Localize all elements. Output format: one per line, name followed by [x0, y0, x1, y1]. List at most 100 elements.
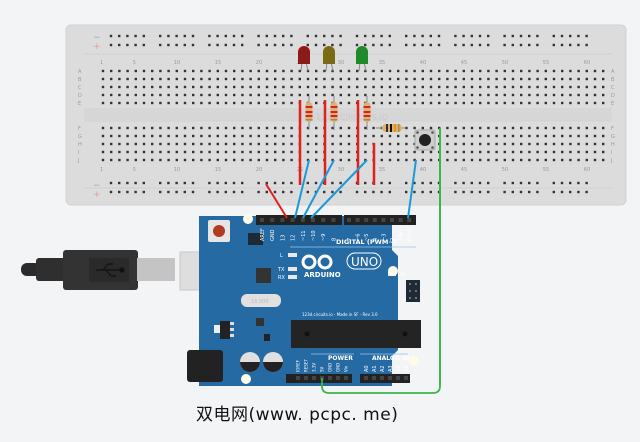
- breadboard-hole[interactable]: [126, 142, 129, 146]
- breadboard-hole[interactable]: [470, 142, 474, 146]
- breadboard-hole[interactable]: [397, 77, 400, 81]
- breadboard-hole[interactable]: [142, 101, 146, 105]
- rail-hole[interactable]: [569, 43, 572, 47]
- breadboard-hole[interactable]: [216, 134, 219, 138]
- rail-hole[interactable]: [175, 43, 178, 47]
- rail-hole[interactable]: [306, 34, 309, 38]
- breadboard-hole[interactable]: [380, 77, 383, 81]
- breadboard-hole[interactable]: [274, 85, 277, 89]
- breadboard-hole[interactable]: [593, 134, 597, 138]
- rail-hole[interactable]: [257, 181, 260, 185]
- breadboard-hole[interactable]: [290, 142, 293, 146]
- rail-hole[interactable]: [191, 34, 195, 38]
- breadboard-hole[interactable]: [577, 77, 580, 81]
- breadboard-hole[interactable]: [126, 85, 129, 89]
- breadboard-hole[interactable]: [323, 69, 326, 73]
- breadboard-hole[interactable]: [520, 134, 523, 138]
- breadboard-hole[interactable]: [216, 101, 219, 105]
- breadboard-hole[interactable]: [274, 77, 277, 81]
- breadboard-hole[interactable]: [290, 126, 293, 130]
- breadboard-hole[interactable]: [479, 77, 482, 81]
- breadboard-hole[interactable]: [241, 150, 244, 154]
- breadboard-hole[interactable]: [462, 142, 465, 146]
- breadboard-hole[interactable]: [495, 150, 498, 154]
- rail-hole[interactable]: [257, 34, 260, 38]
- breadboard-hole[interactable]: [200, 101, 203, 105]
- rail-hole[interactable]: [191, 181, 195, 185]
- breadboard-hole[interactable]: [577, 69, 580, 73]
- breadboard-hole[interactable]: [159, 150, 162, 154]
- breadboard-hole[interactable]: [520, 150, 523, 154]
- breadboard-hole[interactable]: [167, 69, 170, 73]
- rail-hole[interactable]: [224, 34, 227, 38]
- rail-hole[interactable]: [454, 34, 457, 38]
- breadboard-hole[interactable]: [151, 69, 154, 73]
- breadboard-hole[interactable]: [380, 93, 383, 97]
- breadboard-hole[interactable]: [306, 77, 310, 81]
- rail-hole[interactable]: [282, 43, 285, 47]
- breadboard-hole[interactable]: [528, 69, 531, 73]
- breadboard-hole[interactable]: [134, 134, 137, 138]
- breadboard-hole[interactable]: [356, 93, 359, 97]
- breadboard-hole[interactable]: [388, 142, 392, 146]
- breadboard-hole[interactable]: [577, 142, 580, 146]
- breadboard-hole[interactable]: [593, 158, 597, 162]
- breadboard-hole[interactable]: [388, 158, 392, 162]
- rail-hole[interactable]: [118, 181, 121, 185]
- breadboard-hole[interactable]: [257, 93, 260, 97]
- breadboard-hole[interactable]: [528, 85, 531, 89]
- rail-hole[interactable]: [437, 43, 441, 47]
- rail-hole[interactable]: [241, 181, 244, 185]
- rail-hole[interactable]: [487, 190, 490, 194]
- breadboard-hole[interactable]: [364, 93, 367, 97]
- breadboard-hole[interactable]: [175, 158, 178, 162]
- breadboard-hole[interactable]: [520, 69, 523, 73]
- breadboard-hole[interactable]: [331, 93, 334, 97]
- breadboard-hole[interactable]: [405, 69, 408, 73]
- rail-hole[interactable]: [421, 43, 424, 47]
- breadboard-hole[interactable]: [421, 93, 424, 97]
- breadboard-hole[interactable]: [265, 77, 269, 81]
- breadboard-hole[interactable]: [470, 69, 474, 73]
- breadboard-hole[interactable]: [265, 93, 269, 97]
- breadboard-hole[interactable]: [167, 134, 170, 138]
- rail-hole[interactable]: [560, 34, 564, 38]
- header-pin[interactable]: [344, 376, 348, 380]
- rail-hole[interactable]: [323, 34, 326, 38]
- breadboard-hole[interactable]: [561, 158, 564, 162]
- breadboard-hole[interactable]: [224, 93, 228, 97]
- rail-hole[interactable]: [265, 43, 268, 47]
- rail-hole[interactable]: [528, 181, 531, 185]
- rail-hole[interactable]: [323, 190, 326, 194]
- yellow-led[interactable]: [323, 46, 335, 72]
- breadboard-hole[interactable]: [536, 93, 539, 97]
- breadboard-hole[interactable]: [470, 93, 474, 97]
- breadboard-hole[interactable]: [118, 150, 121, 154]
- breadboard-hole[interactable]: [151, 77, 154, 81]
- breadboard-hole[interactable]: [552, 93, 556, 97]
- rail-hole[interactable]: [413, 190, 416, 194]
- breadboard-hole[interactable]: [315, 101, 318, 105]
- breadboard-hole[interactable]: [413, 77, 416, 81]
- breadboard-hole[interactable]: [257, 150, 260, 154]
- breadboard-hole[interactable]: [561, 134, 564, 138]
- breadboard-hole[interactable]: [347, 69, 351, 73]
- header-pin[interactable]: [404, 376, 408, 380]
- breadboard-hole[interactable]: [159, 134, 162, 138]
- breadboard-hole[interactable]: [233, 85, 236, 89]
- header-pin[interactable]: [304, 376, 308, 380]
- breadboard-hole[interactable]: [470, 85, 474, 89]
- rail-hole[interactable]: [232, 34, 236, 38]
- breadboard-hole[interactable]: [528, 134, 531, 138]
- breadboard-hole[interactable]: [233, 101, 236, 105]
- breadboard-hole[interactable]: [167, 85, 170, 89]
- breadboard-hole[interactable]: [585, 126, 588, 130]
- breadboard-hole[interactable]: [561, 101, 564, 105]
- breadboard-hole[interactable]: [224, 134, 228, 138]
- header-pin[interactable]: [372, 218, 377, 222]
- rail-hole[interactable]: [560, 190, 564, 194]
- breadboard-hole[interactable]: [593, 85, 597, 89]
- breadboard-hole[interactable]: [208, 85, 211, 89]
- rail-hole[interactable]: [372, 43, 375, 47]
- rail-hole[interactable]: [511, 181, 514, 185]
